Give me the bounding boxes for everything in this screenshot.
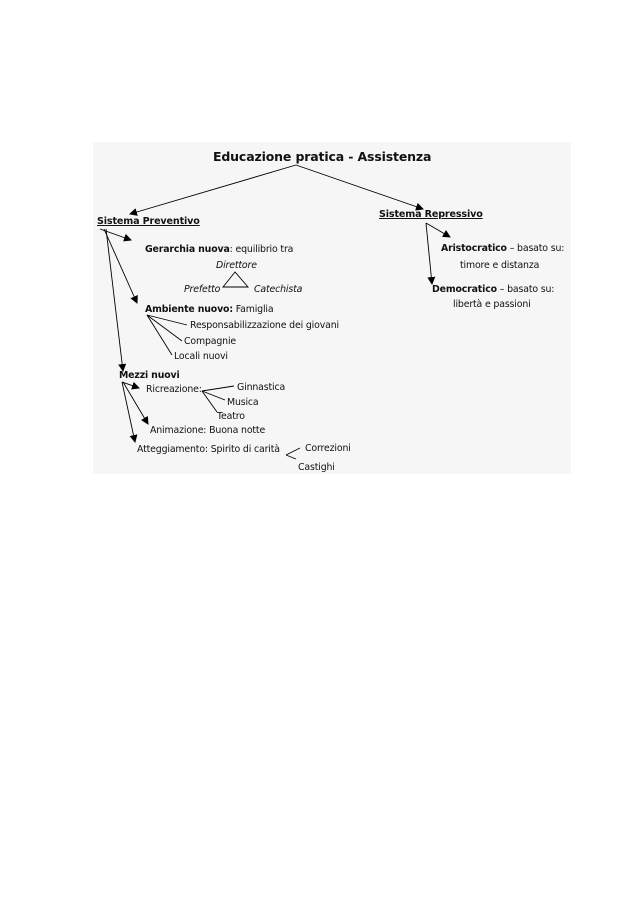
democratico-detail: libertà e passioni	[453, 299, 531, 310]
line-locali	[146, 314, 173, 356]
arrow-to-aristocratico	[425, 222, 451, 238]
direttore-label: Direttore	[216, 260, 257, 271]
correzioni-label: Correzioni	[305, 443, 351, 454]
line-responsabilizzazione	[146, 314, 188, 326]
ginnastica-label: Ginnastica	[237, 382, 286, 393]
ambiente-nuovo-node: Ambiente nuovo: Famiglia	[145, 304, 274, 315]
line-musica	[201, 390, 226, 401]
triangle-shape	[222, 271, 249, 288]
arrow-to-mezzi	[105, 228, 127, 372]
compagnie-label: Compagnie	[184, 336, 237, 347]
aristocratico-node: Aristocratico – basato su:	[441, 243, 564, 254]
gerarchia-nuova-label: Gerarchia nuova	[145, 244, 230, 255]
democratico-node: Democratico – basato su:	[432, 284, 554, 295]
concept-diagram: Educazione pratica - Assistenza Sistema …	[93, 142, 571, 474]
democratico-label: Democratico	[432, 284, 497, 295]
arrow-to-atteggiamento	[121, 381, 138, 443]
aristocratico-label: Aristocratico	[441, 243, 507, 254]
line-compagnie	[146, 314, 183, 342]
line-correzioni	[285, 447, 301, 456]
line-castighi	[285, 454, 297, 460]
catechista-label: Catechista	[254, 284, 303, 295]
connector-lines	[99, 164, 451, 460]
aristocratico-detail: timore e distanza	[460, 260, 540, 271]
animazione-label: Animazione: Buona notte	[150, 425, 266, 436]
arrow-to-democratico	[425, 222, 436, 285]
arrow-to-ricreazione	[121, 381, 140, 390]
gerarchia-nuova-node: Gerarchia nuova: equilibrio tra	[145, 244, 293, 255]
diagram-title: Educazione pratica - Assistenza	[213, 149, 432, 164]
sistema-repressivo-label: Sistema Repressivo	[379, 209, 483, 220]
sistema-preventivo-label: Sistema Preventivo	[97, 216, 200, 227]
arrow-to-repressivo	[295, 164, 424, 211]
castighi-label: Castighi	[298, 462, 335, 473]
arrow-to-animazione	[122, 381, 149, 425]
line-ginnastica	[201, 385, 235, 392]
prefetto-label: Prefetto	[184, 284, 221, 295]
arrow-to-preventivo	[129, 164, 297, 216]
musica-label: Musica	[227, 397, 259, 408]
democratico-suffix: – basato su:	[496, 284, 555, 295]
atteggiamento-label: Atteggiamento: Spirito di carità	[137, 444, 280, 455]
mezzi-nuovi-label: Mezzi nuovi	[119, 370, 180, 381]
aristocratico-suffix: – basato su:	[506, 243, 565, 254]
gerarchia-nuova-suffix: : equilibrio tra	[229, 244, 294, 255]
ambiente-nuovo-label: Ambiente nuovo:	[145, 304, 233, 315]
ambiente-nuovo-suffix: Famiglia	[232, 304, 274, 315]
ricreazione-label: Ricreazione:	[146, 384, 202, 395]
arrow-to-ambiente	[103, 228, 138, 304]
locali-nuovi-label: Locali nuovi	[174, 351, 228, 362]
teatro-label: Teatro	[217, 411, 245, 422]
line-teatro	[201, 390, 218, 413]
responsabilizzazione-label: Responsabilizzazione dei giovani	[190, 320, 339, 331]
